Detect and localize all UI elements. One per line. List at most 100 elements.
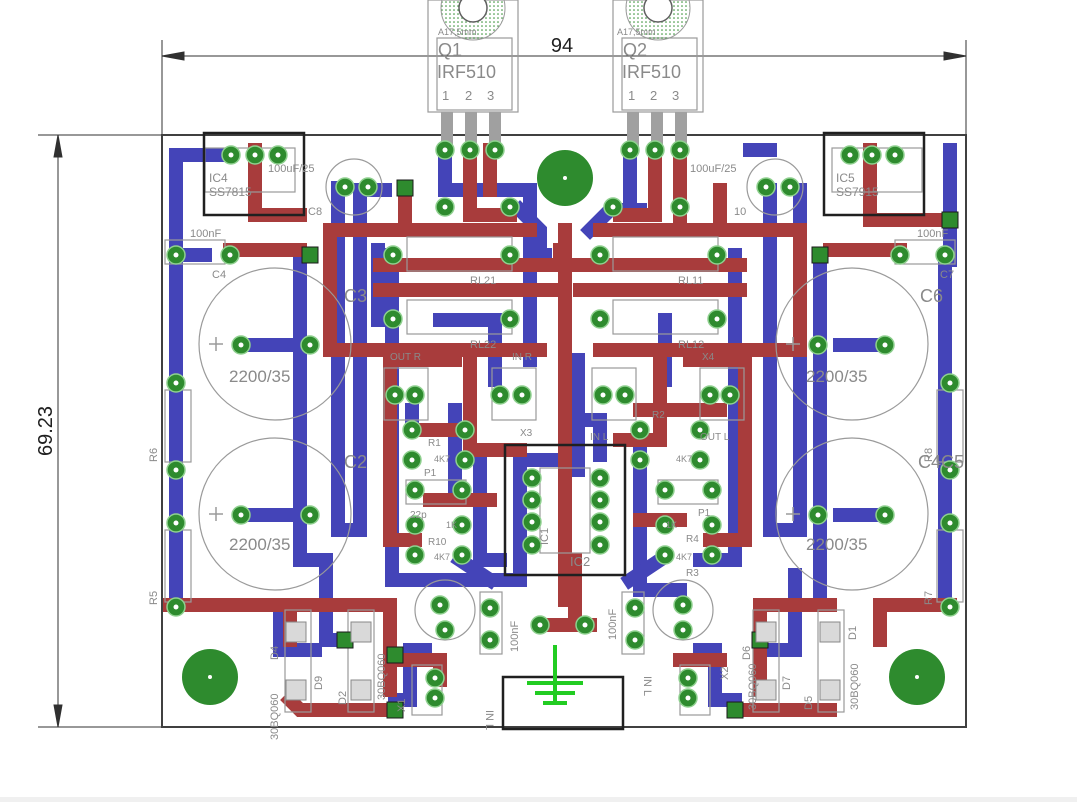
pad-drill xyxy=(787,184,793,190)
smd-pad xyxy=(285,621,307,643)
pad-drill xyxy=(597,497,603,503)
smd-pad xyxy=(285,679,307,701)
pad-drill xyxy=(662,487,668,493)
silkscreen xyxy=(164,0,964,716)
mounting-holes xyxy=(182,150,945,705)
pad-drill xyxy=(869,152,875,158)
smd-pad xyxy=(755,679,777,701)
c8-value: 100uF/25 xyxy=(268,163,314,175)
dimension-width xyxy=(161,40,967,135)
diode-value-c: 30BQ060 xyxy=(747,664,759,710)
silk-plus-signs xyxy=(209,337,800,521)
in-r-label: IN R xyxy=(512,352,532,363)
q2-pad-label: A17,5mm xyxy=(617,27,656,37)
q1-pin1: 1 xyxy=(442,88,449,103)
pad-drill xyxy=(597,475,603,481)
smd-pad xyxy=(819,679,841,701)
4k7-b: 4K7 xyxy=(434,552,450,562)
pad-drill xyxy=(497,392,503,398)
d7-label: D7 xyxy=(781,676,793,690)
pad-drill xyxy=(597,252,603,258)
pad-drill xyxy=(597,542,603,548)
p1-right: P1 xyxy=(698,508,711,519)
dimension-height xyxy=(38,134,162,728)
d9-label: D9 xyxy=(313,676,325,690)
pad-drill xyxy=(714,252,720,258)
pad-drill xyxy=(442,147,448,153)
pad-drill xyxy=(432,675,438,681)
pad-drill xyxy=(173,520,179,526)
pad-drill xyxy=(507,252,513,258)
c6-value: 2200/35 xyxy=(806,367,867,386)
pad-drill xyxy=(610,204,616,210)
pad-drill xyxy=(892,152,898,158)
pad-drill xyxy=(462,457,468,463)
pad-drill xyxy=(882,512,888,518)
ic5-name: IC5 xyxy=(836,171,855,185)
pad-drill xyxy=(252,152,258,158)
c3-value: 2200/35 xyxy=(229,367,290,386)
rl11-label: RL11 xyxy=(678,275,703,287)
pad-drill xyxy=(537,622,543,628)
height-label: 69.23 xyxy=(35,406,57,456)
pad-drill xyxy=(342,184,348,190)
pad-drill xyxy=(507,204,513,210)
pad-drill xyxy=(847,152,853,158)
pad-drill xyxy=(392,392,398,398)
square-pad xyxy=(301,246,319,264)
pad-drill xyxy=(763,184,769,190)
ic1-label: IC1 xyxy=(539,528,551,545)
in-l-bottom-left: IN L xyxy=(483,710,495,730)
silk-text: A17,5mm Q1 IRF510 1 2 3 A17,5mm Q2 IRF51… xyxy=(148,27,964,740)
pad-drill xyxy=(582,622,588,628)
pad-drill xyxy=(409,457,415,463)
100nf-left: 100nF xyxy=(509,621,521,652)
pad-drill xyxy=(529,542,535,548)
in-l-bottom-right: IN L xyxy=(641,676,653,696)
pad-drill xyxy=(307,512,313,518)
q1-pin2: 2 xyxy=(465,88,472,103)
diode-value-d: 30BQ060 xyxy=(849,664,861,710)
pad-drill xyxy=(707,392,713,398)
outline-blocks xyxy=(202,131,926,731)
status-strip xyxy=(0,797,1077,802)
pad-drill xyxy=(432,695,438,701)
ic4-name: IC4 xyxy=(209,171,228,185)
pad-drill xyxy=(459,487,465,493)
pad-drill xyxy=(462,427,468,433)
pad-drill xyxy=(390,252,396,258)
r1-label: R1 xyxy=(428,438,441,449)
pad-drill xyxy=(942,252,948,258)
r10-label: R10 xyxy=(428,537,447,548)
square-pad xyxy=(386,646,404,664)
d4-label: D4 xyxy=(269,646,281,660)
pad-drill xyxy=(677,204,683,210)
pad-drill xyxy=(307,342,313,348)
ic2-label: IC2 xyxy=(570,554,590,569)
pad-drill xyxy=(275,152,281,158)
pad-drill xyxy=(173,604,179,610)
rl21-label: RL21 xyxy=(470,275,496,287)
pad-drill xyxy=(697,457,703,463)
pad-drill xyxy=(412,487,418,493)
pad-drill xyxy=(680,602,686,608)
r7-name: R7 xyxy=(923,591,935,605)
square-pad xyxy=(386,701,404,719)
c2-name: C2 xyxy=(344,452,367,472)
c4-value: 100nF xyxy=(190,228,221,240)
pad-drill xyxy=(442,627,448,633)
pad-drill xyxy=(662,522,668,528)
r4-label: R4 xyxy=(686,534,699,545)
r5-name: R5 xyxy=(148,591,160,605)
d2-label: D2 xyxy=(337,691,349,705)
pad-drill xyxy=(529,497,535,503)
pad-drill xyxy=(597,316,603,322)
out-l-label: OUT L xyxy=(700,432,730,443)
pad-drill xyxy=(947,467,953,473)
pad-drill xyxy=(632,637,638,643)
22p-label: 22p xyxy=(410,510,427,521)
pad-drill xyxy=(882,342,888,348)
pad-drill xyxy=(709,552,715,558)
x1-label: X1 xyxy=(396,699,408,712)
x2-label: X2 xyxy=(719,667,731,680)
